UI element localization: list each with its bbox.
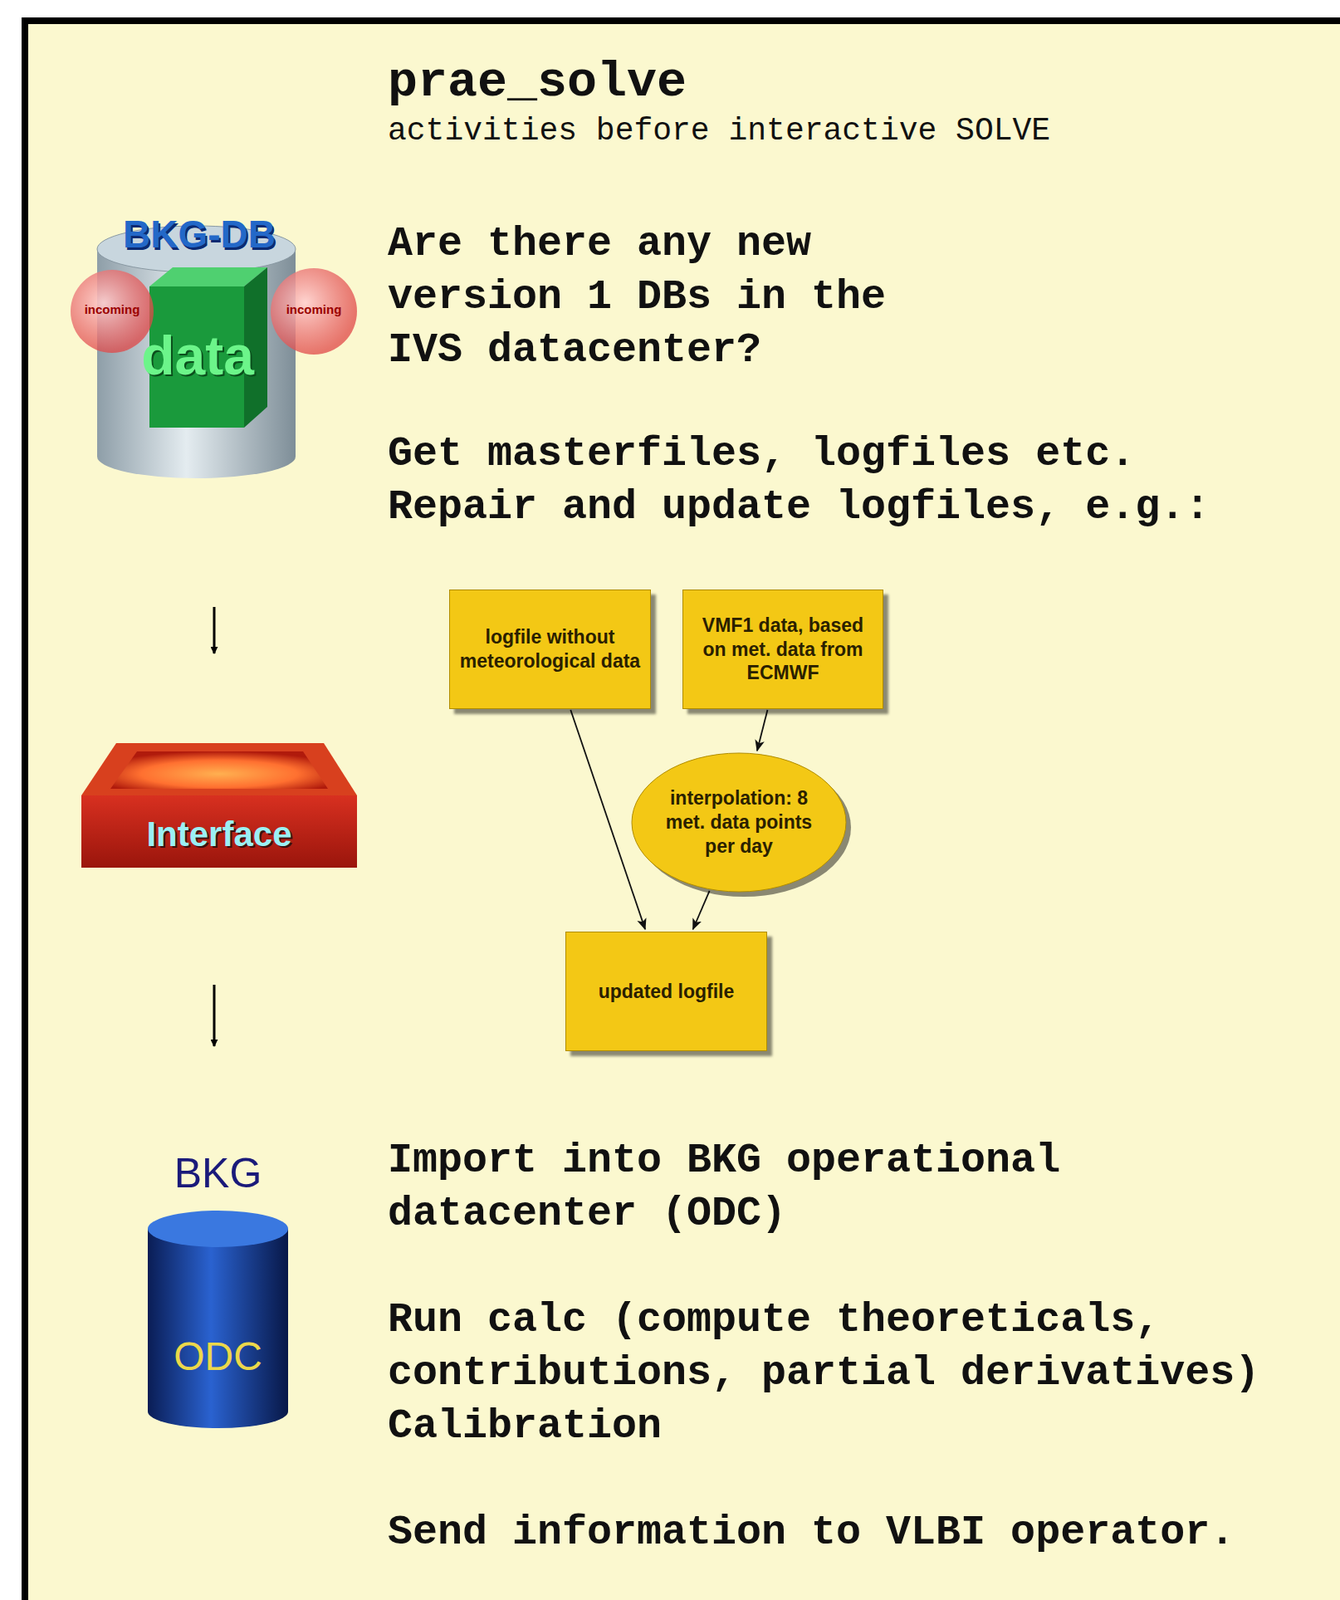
note-text: Get masterfiles, logfiles etc. Repair an…	[387, 427, 1285, 534]
connector-arrow	[757, 709, 768, 751]
connector-arrow	[693, 890, 710, 930]
org-name: BKG	[131, 1149, 305, 1198]
title: prae_solve	[387, 54, 687, 110]
note-text: Run calc (compute theoreticals, contribu…	[387, 1293, 1285, 1400]
note-text: Send information to VLBI operator.	[387, 1506, 1285, 1560]
flow-arrow	[213, 984, 216, 1047]
icon-text: data	[141, 323, 255, 387]
node-label: interpolation: 8 met. data points per da…	[663, 786, 815, 858]
process-box: updated logfile	[565, 931, 768, 1052]
note-text: Calibration	[387, 1399, 1285, 1453]
note-text: activities before interactive SOLVE	[387, 112, 1051, 150]
shape-fill	[631, 753, 847, 892]
interface-icon	[81, 743, 358, 868]
node-label: logfile without meteorological data	[458, 625, 642, 674]
odc-database-icon	[147, 1210, 289, 1429]
note-text: Are there any new version 1 DBs in the I…	[387, 217, 911, 377]
process-box: logfile without meteorological data	[449, 589, 651, 710]
icon-tag: incoming	[270, 302, 358, 318]
database-icon	[70, 225, 358, 479]
node-label: VMF1 data, based on met. data from ECMWF	[691, 613, 875, 685]
flow-arrow	[213, 606, 216, 654]
icon-text: Interface	[81, 813, 358, 856]
process-box: VMF1 data, based on met. data from ECMWF	[682, 589, 884, 710]
db-name: BKG-DB	[97, 212, 302, 256]
icon-text: ODC	[147, 1333, 289, 1380]
frame	[24, 20, 1340, 1600]
node-label: updated logfile	[598, 979, 735, 1004]
note-text: Import into BKG operational datacenter (…	[387, 1134, 1285, 1241]
icon-tag: incoming	[71, 302, 153, 318]
process-ellipse: interpolation: 8 met. data points per da…	[630, 752, 847, 893]
